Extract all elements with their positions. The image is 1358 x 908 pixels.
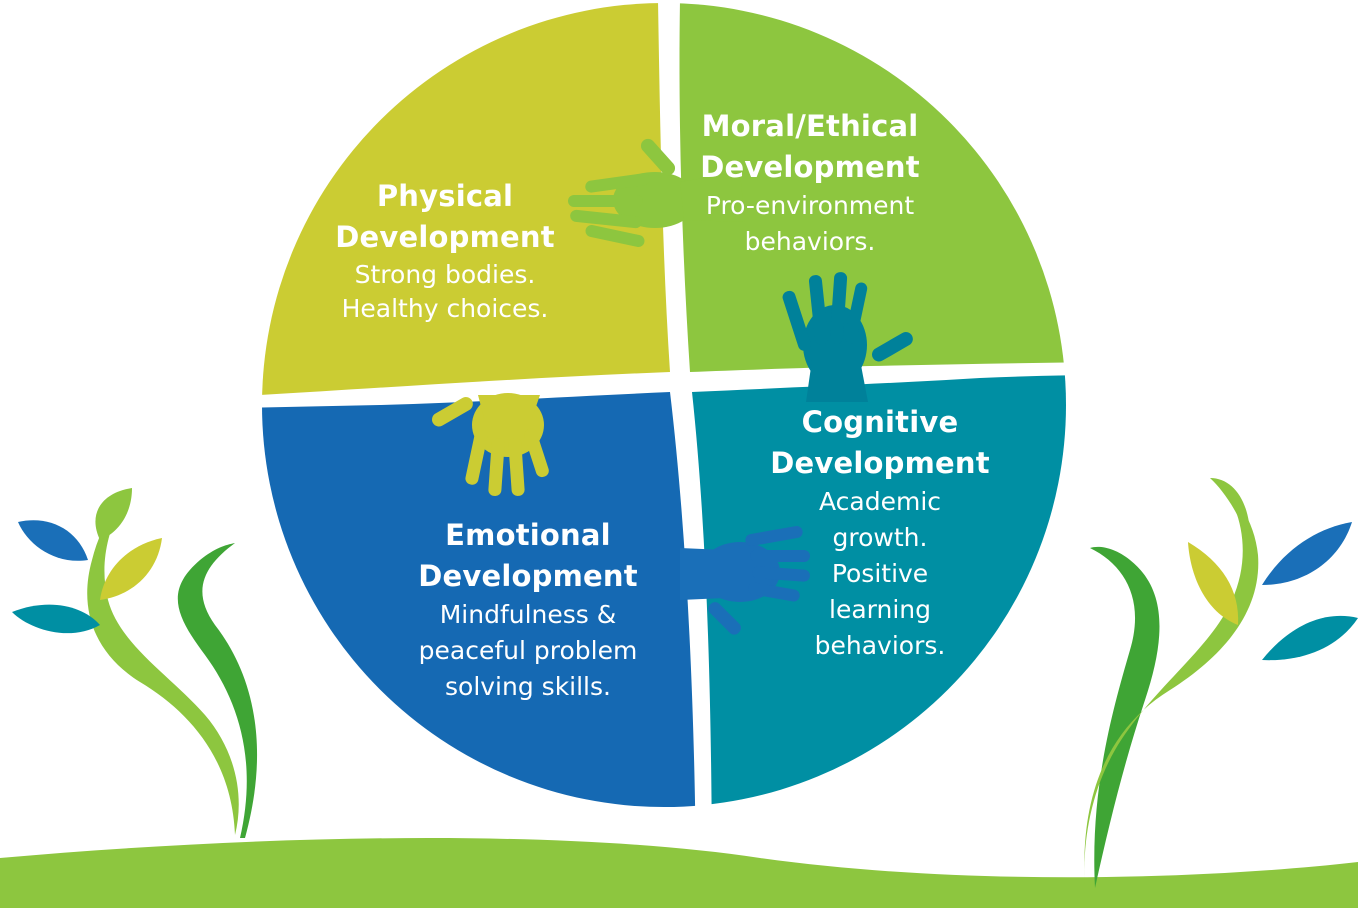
hand-teal-thumb xyxy=(872,332,913,362)
right-leaf-green xyxy=(1210,478,1251,545)
hand-blue-thumb xyxy=(708,602,741,635)
hand-yellow xyxy=(432,393,549,497)
hand-teal-finger-2 xyxy=(808,275,829,345)
hand-yellow-finger-2 xyxy=(488,438,505,497)
physical-title-line2: Development xyxy=(335,220,555,254)
left-vine-outer xyxy=(177,543,258,838)
moral-desc-line2: behaviors. xyxy=(744,227,876,256)
quadrant-physical xyxy=(262,3,670,395)
physical-development-text: Physical Development Strong bodies. Heal… xyxy=(300,176,590,326)
hand-blue-finger-3 xyxy=(752,566,810,582)
hand-blue-wrist xyxy=(680,548,725,600)
moral-desc-line1: Pro-environment xyxy=(705,191,915,220)
hand-green-finger-3 xyxy=(570,209,642,229)
hand-teal-finger-3 xyxy=(829,272,848,344)
cognitive-title-line2: Development xyxy=(770,446,990,480)
hand-blue-finger-1 xyxy=(745,526,803,546)
hand-teal-finger-1 xyxy=(782,290,811,351)
hand-yellow-thumb xyxy=(432,397,473,427)
left-vine-inner xyxy=(87,488,239,835)
physical-desc-line1: Strong bodies. xyxy=(354,260,536,289)
cognitive-desc-line2: growth. xyxy=(832,523,928,552)
hand-blue-finger-4 xyxy=(748,582,800,602)
emotional-desc-line3: solving skills. xyxy=(445,672,611,701)
cognitive-development-text: Cognitive Development Academic growth. P… xyxy=(735,402,1025,664)
right-leaf-teal xyxy=(1262,615,1358,661)
emotional-development-text: Emotional Development Mindfulness & peac… xyxy=(378,515,678,705)
moral-title-line2: Development xyxy=(700,150,920,184)
hand-teal xyxy=(782,272,913,402)
left-plant xyxy=(12,488,258,838)
left-leaf-teal xyxy=(12,604,100,634)
hand-green xyxy=(568,138,745,247)
hand-teal-wrist xyxy=(806,360,868,402)
physical-desc-line2: Healthy choices. xyxy=(341,294,549,323)
ground-hill xyxy=(0,838,1358,908)
hand-green-finger-4 xyxy=(585,225,645,247)
right-leaf-blue xyxy=(1262,522,1352,585)
right-plant xyxy=(1084,478,1358,888)
hand-yellow-finger-1 xyxy=(465,430,488,485)
hand-yellow-wrist xyxy=(478,395,540,418)
quadrant-emotional xyxy=(262,392,696,807)
hand-yellow-finger-3 xyxy=(508,437,525,496)
physical-title-line1: Physical xyxy=(376,179,514,213)
moral-ethical-development-text: Moral/Ethical Development Pro-environmen… xyxy=(660,106,960,260)
cognitive-desc-line4: learning xyxy=(829,595,931,624)
emotional-title-line2: Development xyxy=(418,559,638,593)
cognitive-title-line1: Cognitive xyxy=(801,405,959,439)
emotional-title-line1: Emotional xyxy=(445,518,611,552)
cognitive-desc-line1: Academic xyxy=(818,487,942,516)
right-vine-inner xyxy=(1084,482,1259,885)
hand-green-wrist xyxy=(680,172,745,222)
hand-blue-finger-2 xyxy=(750,550,810,562)
hand-yellow-finger-4 xyxy=(524,428,549,478)
hand-green-thumb xyxy=(640,138,676,176)
right-vine-outer xyxy=(1090,546,1160,888)
hand-blue xyxy=(680,526,810,635)
left-leaf-yellow xyxy=(100,538,162,600)
moral-title-line1: Moral/Ethical xyxy=(701,109,919,143)
hand-teal-finger-4 xyxy=(844,282,868,344)
hand-green-finger-1 xyxy=(585,173,650,193)
emotional-desc-line1: Mindfulness & xyxy=(439,600,617,629)
left-leaf-green xyxy=(95,488,132,540)
hand-green-finger-2 xyxy=(568,195,643,207)
right-leaf-yellow xyxy=(1188,542,1239,625)
left-leaf-blue xyxy=(18,520,88,561)
emotional-desc-line2: peaceful problem xyxy=(418,636,638,665)
cognitive-desc-line5: behaviors. xyxy=(814,631,946,660)
cognitive-desc-line3: Positive xyxy=(831,559,929,588)
